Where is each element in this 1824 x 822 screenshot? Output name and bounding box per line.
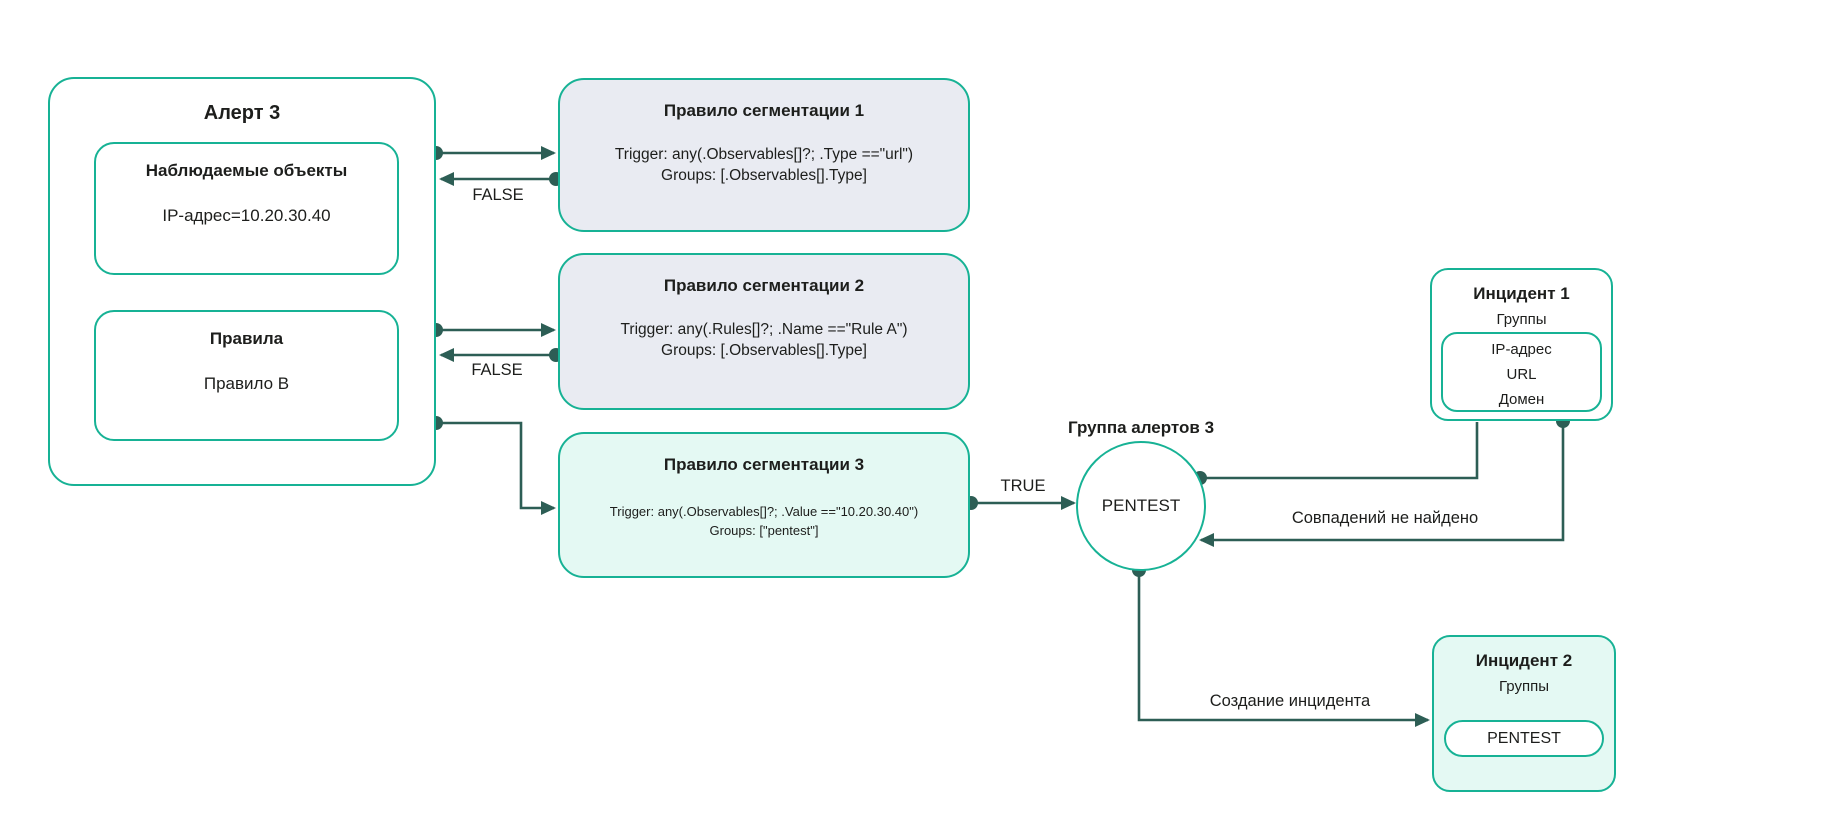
incident2-card: Инцидент 2 Группы PENTEST — [1432, 635, 1616, 792]
rule3-true-label: TRUE — [1000, 477, 1046, 495]
alert-card: Алерт 3 Наблюдаемые объекты IP-адрес=10.… — [48, 77, 436, 486]
observables-title: Наблюдаемые объекты — [145, 161, 348, 180]
segmentation-rule-2-groups: Groups: [.Observables[].Type] — [661, 342, 867, 359]
segmentation-rule-3-card: Правило сегментации 3 Trigger: any(.Obse… — [558, 432, 970, 578]
segmentation-rule-3-trigger: Trigger: any(.Observables[]?; .Value =="… — [609, 504, 919, 519]
alert-group-value: PENTEST — [1101, 496, 1181, 515]
rule2-false-label: FALSE — [471, 361, 523, 379]
incident1-groups-box: IP-адрес URL Домен — [1441, 332, 1602, 412]
incident1-subtitle: Группы — [1496, 311, 1547, 328]
incident1-group-item: Домен — [1498, 391, 1545, 408]
observables-value: IP-адрес=10.20.30.40 — [162, 206, 331, 225]
segmentation-rule-2-trigger: Trigger: any(.Rules[]?; .Name =="Rule A"… — [620, 321, 908, 338]
incident2-group-pill: PENTEST — [1444, 720, 1604, 757]
segmentation-rule-2-card: Правило сегментации 2 Trigger: any(.Rule… — [558, 253, 970, 410]
rule1-false-label: FALSE — [472, 186, 524, 204]
segmentation-rule-3-title: Правило сегментации 3 — [663, 455, 865, 474]
arrow-alert-to-rule3 — [436, 421, 556, 515]
alert-group-title: Группа алертов 3 — [1067, 418, 1215, 437]
observables-card: Наблюдаемые объекты IP-адрес=10.20.30.40 — [94, 142, 399, 275]
segmentation-rule-1-card: Правило сегментации 1 Trigger: any(.Obse… — [558, 78, 970, 232]
segmentation-rule-3-groups: Groups: ["pentest"] — [709, 523, 819, 538]
arrow-group-to-incident2 — [1137, 570, 1430, 727]
alert-rules-title: Правила — [209, 329, 284, 348]
create-incident-label: Создание инцидента — [1209, 692, 1371, 710]
line-group-to-incident1 — [1200, 422, 1479, 480]
incident2-subtitle: Группы — [1499, 678, 1549, 695]
incident1-group-item: URL — [1506, 366, 1537, 383]
incident2-title: Инцидент 2 — [1475, 651, 1573, 670]
segmentation-rule-2-title: Правило сегментации 2 — [663, 276, 865, 295]
incident1-card: Инцидент 1 Группы IP-адрес URL Домен — [1430, 268, 1613, 421]
segmentation-rule-1-title: Правило сегментации 1 — [663, 101, 865, 120]
no-match-label: Совпадений не найдено — [1291, 509, 1479, 527]
arrow-incident1-no-match-return — [1199, 421, 1565, 547]
incident1-title: Инцидент 1 — [1473, 284, 1570, 303]
alert-rules-card: Правила Правило B — [94, 310, 399, 441]
segmentation-rule-1-trigger: Trigger: any(.Observables[]?; .Type =="u… — [614, 146, 914, 163]
incident1-group-item: IP-адрес — [1491, 341, 1552, 358]
alert-group-circle: PENTEST — [1076, 441, 1206, 571]
alert-title: Алерт 3 — [203, 102, 281, 124]
segmentation-rule-1-groups: Groups: [.Observables[].Type] — [661, 167, 867, 184]
alert-rules-value: Правило B — [203, 374, 290, 393]
